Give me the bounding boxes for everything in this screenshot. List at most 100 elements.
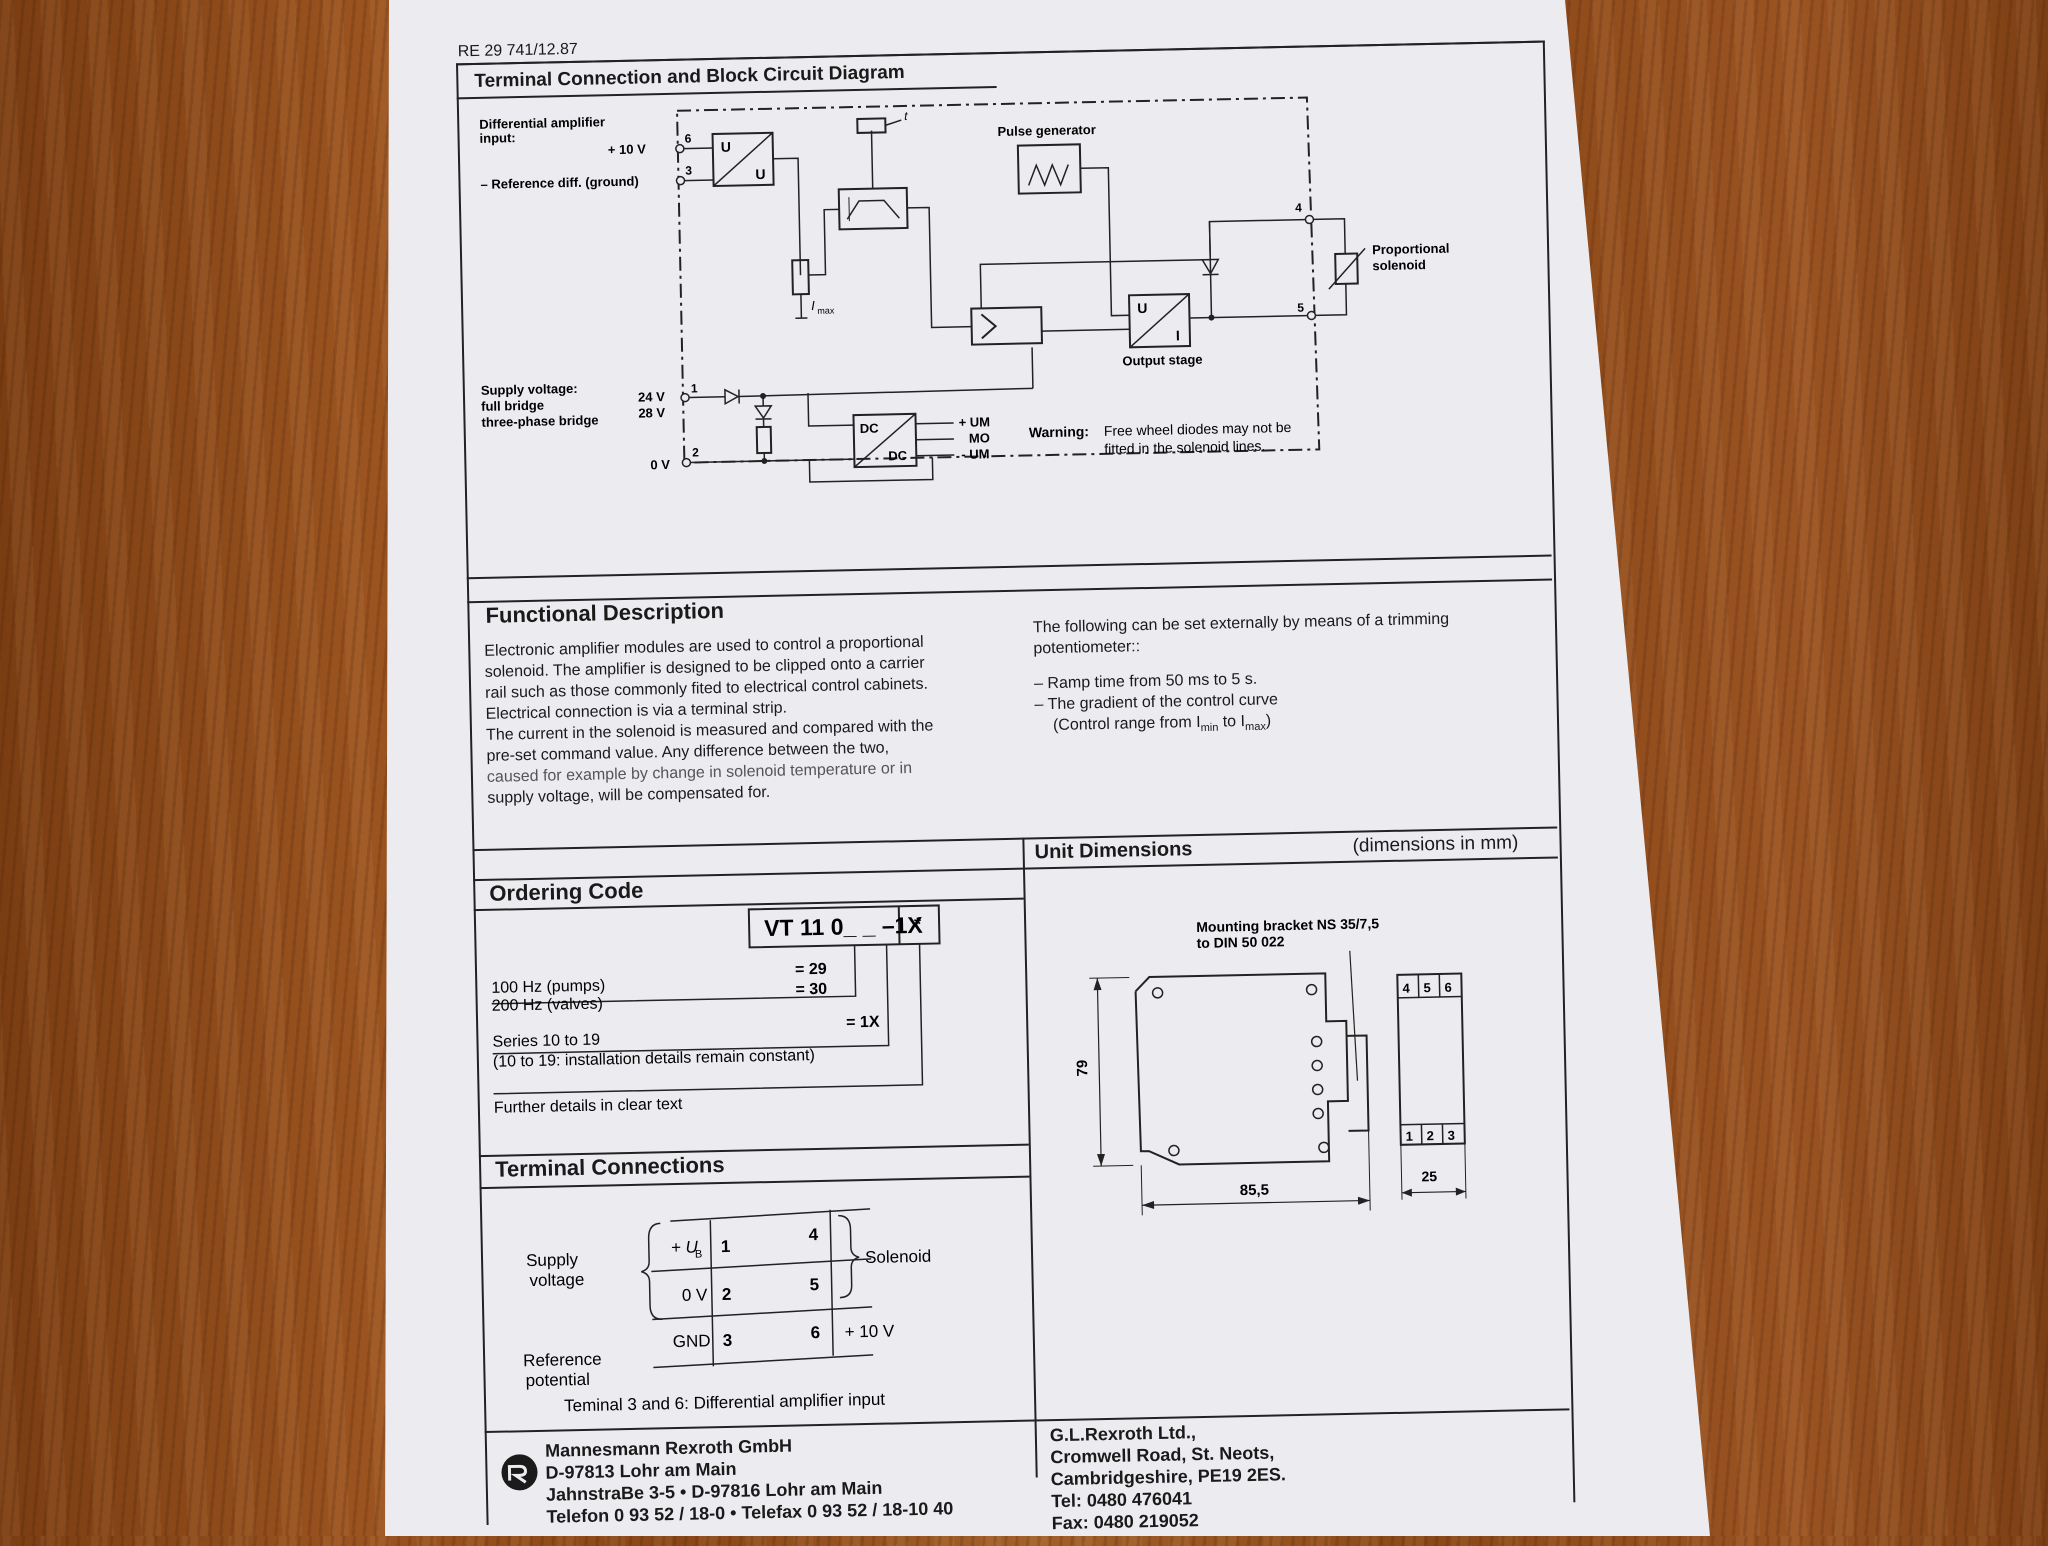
terminal-num-2: 2 (722, 1285, 732, 1304)
v0-label: 0 V (650, 457, 670, 472)
terminal-5-label: 5 (1297, 301, 1304, 315)
pulse-generator-block (1018, 144, 1081, 193)
ordering-100hz-label: 100 Hz (pumps) (491, 977, 605, 996)
housing-outline (1135, 973, 1349, 1165)
end-terminal-5: 5 (1423, 980, 1431, 995)
ordering-100hz-value: = 29 (795, 961, 827, 979)
um-minus-label: - UM (961, 446, 989, 462)
ordering-200hz-label: 200 Hz (valves) (492, 995, 603, 1014)
ordering-200hz-value: = 30 (795, 981, 827, 999)
control-range-text: (Control range from I (1053, 714, 1201, 734)
terminal-1 (681, 394, 689, 402)
v28-label: 28 V (638, 405, 665, 421)
ordering-series-value: = 1X (846, 1014, 880, 1032)
warning-label: Warning: (1029, 423, 1089, 440)
terminal-num-6: 6 (810, 1323, 820, 1342)
warning-text-2: fitted in the solenoid lines. (1104, 437, 1265, 456)
dimensions-unit-note: (dimensions in mm) (1352, 832, 1518, 856)
imin-subscript: min (1201, 722, 1219, 734)
din-rail-bracket (1347, 1035, 1369, 1130)
solenoid-label: Solenoid (865, 1247, 932, 1267)
imax-sub-label: max (817, 305, 835, 315)
gnd-label: GND (673, 1331, 711, 1351)
terminal-note: Teminal 3 and 6: Differential amplifier … (564, 1390, 886, 1416)
datasheet-paper: RE 29 741/12.87 Terminal Connection and … (385, 0, 1710, 1536)
ub-subscript: B (695, 1248, 703, 1260)
imax-label: I (811, 298, 815, 313)
document-reference: RE 29 741/12.87 (458, 41, 578, 62)
height-dimension-label: 79 (1074, 1060, 1091, 1077)
terminal-6-label: 6 (684, 131, 691, 145)
functional-description-left: Electronic amplifier modules are used to… (484, 630, 1007, 809)
indicator-led (755, 406, 771, 418)
mounting-bracket-label: Mounting bracket NS 35/7,5 (1196, 915, 1379, 935)
terminal-num-4: 4 (808, 1225, 818, 1244)
proportional-solenoid-label: Proportional (1372, 241, 1450, 258)
solenoid-brace (838, 1215, 860, 1297)
terminal-6 (676, 145, 684, 153)
output-i-label: I (1176, 327, 1180, 343)
u-in-label: U (721, 139, 731, 155)
dc-out-label: DC (888, 448, 908, 463)
control-range-to: to I (1218, 713, 1245, 731)
terminal-1-label: 1 (691, 381, 698, 395)
terminal-connections-title: Terminal Connections (495, 1152, 725, 1183)
led-resistor (757, 427, 772, 453)
unit-dimensions-drawing: Mounting bracket NS 35/7,5 to DIN 50 022… (1023, 856, 1570, 1427)
reference-label: Reference (523, 1350, 602, 1371)
ordering-clear-text-label: Further details in clear text (494, 1096, 683, 1117)
unit-dimensions-title: Unit Dimensions (1034, 838, 1192, 864)
ramp-time-label: t (904, 109, 908, 123)
diff-amp-input-label: input: (479, 130, 515, 146)
plus-10v-terminal-label: + 10 V (844, 1321, 895, 1341)
company-address-uk: G.L.Rexroth Ltd., Cromwell Road, St. Neo… (1050, 1419, 1287, 1534)
control-range-end: ) (1266, 712, 1272, 729)
voltage-label: voltage (529, 1270, 584, 1290)
ordering-code-diagram: VT 11 0_ _ –1X * 100 Hz (pumps) = 29 200… (474, 898, 1029, 1149)
three-phase-bridge-label: three-phase bridge (481, 412, 598, 429)
ordering-code-star: * (914, 914, 921, 934)
output-u-label: U (1137, 300, 1147, 316)
pulse-generator-label: Pulse generator (997, 122, 1096, 139)
plus-10v-label: + 10 V (608, 141, 647, 157)
terminal-3-label: 3 (685, 163, 692, 177)
supply-diode (725, 390, 738, 404)
terminal-connections-diagram: Supply voltage + U B 0 V GND 1 2 3 4 5 6… (480, 1176, 1035, 1427)
terminal-4-label: 4 (1295, 201, 1302, 215)
datasheet-sheet: RE 29 741/12.87 Terminal Connection and … (455, 0, 1571, 1521)
terminal-2-label: 2 (692, 445, 699, 459)
functional-description-right: The following can be set externally by m… (1033, 607, 1546, 743)
end-terminal-6: 6 (1444, 980, 1452, 995)
terminal-num-3: 3 (723, 1331, 733, 1350)
ordering-series-note: (10 to 19: installation details remain c… (493, 1047, 815, 1071)
imax-subscript: max (1245, 721, 1266, 733)
width-dimension-label: 85,5 (1240, 1182, 1270, 1200)
warning-text-1: Free wheel diodes may not be (1104, 419, 1292, 439)
end-terminal-3: 3 (1448, 1128, 1456, 1143)
terminal-2 (682, 459, 690, 467)
proportional-solenoid-label-2: solenoid (1372, 257, 1426, 273)
v24-label: 24 V (638, 389, 665, 405)
supply-voltage-label: Supply voltage: (481, 381, 578, 398)
company-address-de: Mannesmann Rexroth GmbH D-97813 Lohr am … (545, 1431, 954, 1528)
ordering-code-text: VT 11 0_ _ –1X (764, 912, 924, 941)
housing-end-view (1397, 973, 1465, 1144)
block-circuit-diagram: Differential amplifier input: + 10 V – R… (457, 75, 1552, 578)
full-bridge-label: full bridge (481, 398, 544, 414)
diff-amp-label: Differential amplifier (479, 114, 605, 132)
potential-label: potential (525, 1370, 590, 1390)
u-out-label: U (755, 166, 765, 182)
end-terminal-4: 4 (1402, 981, 1410, 996)
functional-description-title: Functional Description (485, 598, 724, 629)
terminal-5 (1307, 311, 1315, 319)
ordering-code-title: Ordering Code (489, 878, 644, 907)
mo-label: MO (969, 430, 990, 445)
end-terminal-1: 1 (1406, 1129, 1414, 1144)
output-stage-label: Output stage (1122, 352, 1202, 369)
comparator-block (971, 307, 1042, 344)
um-plus-label: + UM (958, 414, 990, 430)
reference-diff-label: – Reference diff. (ground) (480, 174, 638, 192)
ordering-series-label: Series 10 to 19 (492, 1032, 600, 1051)
end-width-dimension-label: 25 (1421, 1168, 1437, 1184)
terminal-4 (1305, 215, 1313, 223)
